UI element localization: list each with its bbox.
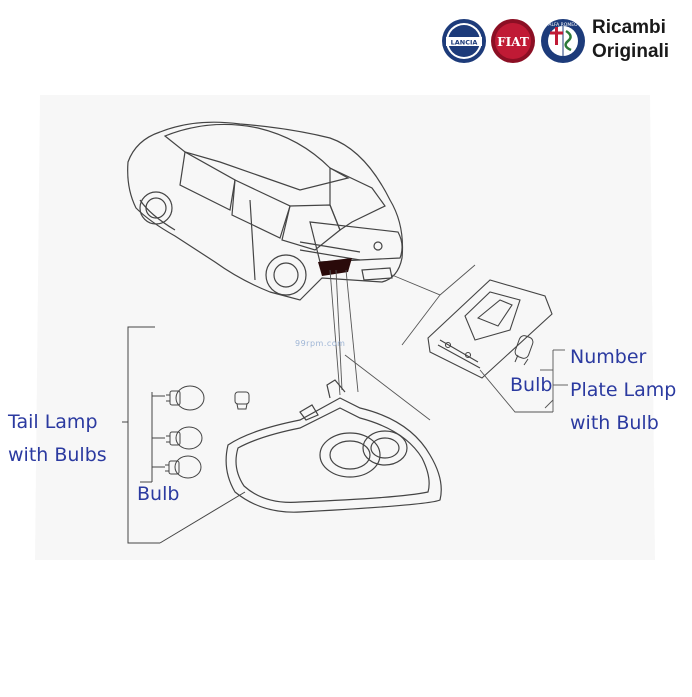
tail-lamp-highlight	[318, 258, 352, 276]
brand-line-1: Ricambi	[592, 17, 666, 38]
background-plate	[35, 95, 655, 560]
lamp-connector	[234, 391, 250, 410]
plate-lamp-leaders	[479, 349, 568, 413]
number-plate-label-line2: Plate Lamp	[570, 379, 677, 401]
bulb-1	[166, 385, 205, 411]
left-bulbs	[165, 385, 205, 479]
tail-lamp-bracket	[122, 326, 246, 544]
alfa-romeo-logo: ALFA ROMEO	[541, 19, 585, 63]
number-plate-lamp	[427, 279, 553, 379]
car-illustration	[127, 121, 404, 301]
bulb-right-label: Bulb	[510, 374, 553, 396]
fiat-logo: FIAT	[491, 19, 535, 63]
plate-bulb	[514, 335, 534, 366]
number-plate-label-line3: with Bulb	[570, 412, 659, 434]
lancia-logo-text: LANCIA	[451, 39, 478, 47]
watermark: 99rpm.com	[295, 339, 346, 348]
tail-lamp-label-line2: with Bulbs	[8, 444, 107, 466]
tail-lamp-label-line1: Tail Lamp	[8, 411, 98, 433]
fiat-logo-text: FIAT	[497, 35, 529, 49]
alfa-romeo-logo-text: ALFA ROMEO	[548, 22, 578, 28]
bulb-3	[165, 455, 202, 479]
bulb-2	[166, 426, 203, 450]
leader-lines	[329, 264, 476, 421]
brand-line-2: Originali	[592, 41, 670, 62]
number-plate-label-line1: Number	[570, 346, 647, 368]
bulb-left-label: Bulb	[137, 483, 180, 505]
lancia-logo: LANCIA	[442, 19, 486, 63]
